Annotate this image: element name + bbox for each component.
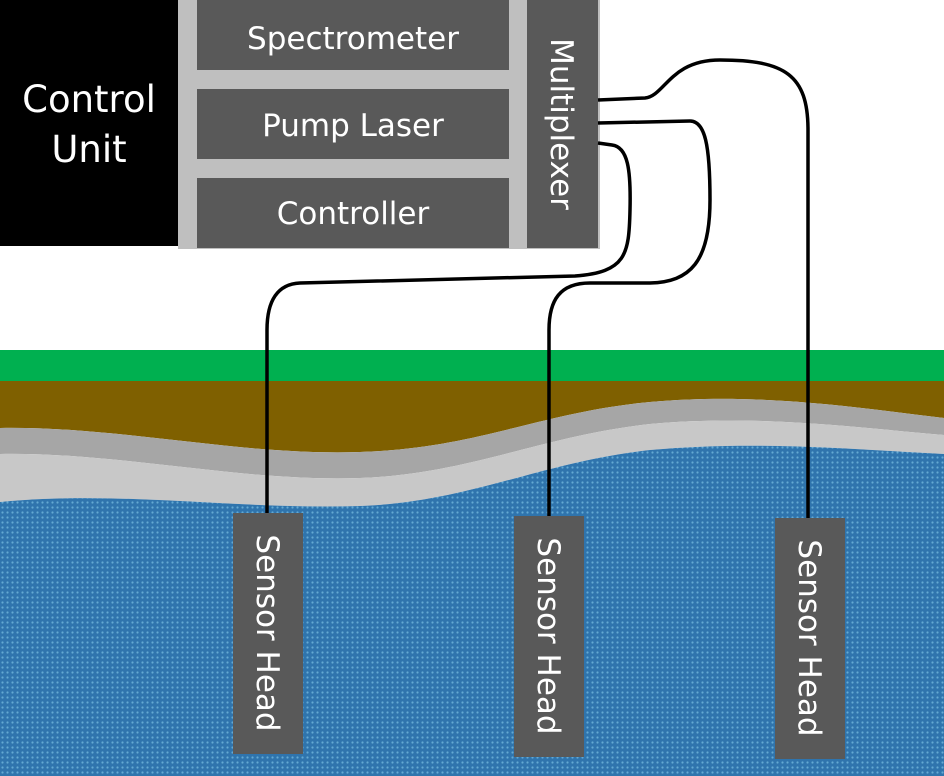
gravel-light-layer bbox=[0, 420, 944, 507]
fiber-cable-middle bbox=[547, 119, 712, 518]
sensor-head-2-label: Sensor Head bbox=[530, 537, 566, 734]
control-unit-label-line1: Control bbox=[22, 78, 156, 121]
fiber-cable-right bbox=[597, 58, 810, 520]
control-unit-box bbox=[0, 0, 178, 246]
grass-layer bbox=[0, 350, 944, 382]
spectrometer-box bbox=[197, 0, 509, 70]
sensor-head-1-label: Sensor Head bbox=[249, 534, 285, 731]
pump-laser-label: Pump Laser bbox=[262, 108, 444, 144]
sensor-head-1 bbox=[233, 513, 303, 754]
sensor-head-3 bbox=[775, 518, 845, 759]
gravel-dark-layer bbox=[0, 398, 944, 479]
spectrometer-label: Spectrometer bbox=[247, 21, 459, 57]
sensor-head-3-label: Sensor Head bbox=[791, 539, 827, 736]
controller-box bbox=[197, 178, 509, 248]
control-unit-label-line2: Unit bbox=[51, 128, 126, 171]
fiber-cable-left bbox=[265, 141, 632, 515]
multiplexer-box bbox=[527, 0, 598, 248]
soil-layer bbox=[0, 381, 944, 453]
sensor-head-2 bbox=[514, 516, 584, 757]
multiplexer-label: Multiplexer bbox=[543, 38, 579, 210]
pump-laser-box bbox=[197, 89, 509, 159]
controller-label: Controller bbox=[277, 196, 430, 232]
